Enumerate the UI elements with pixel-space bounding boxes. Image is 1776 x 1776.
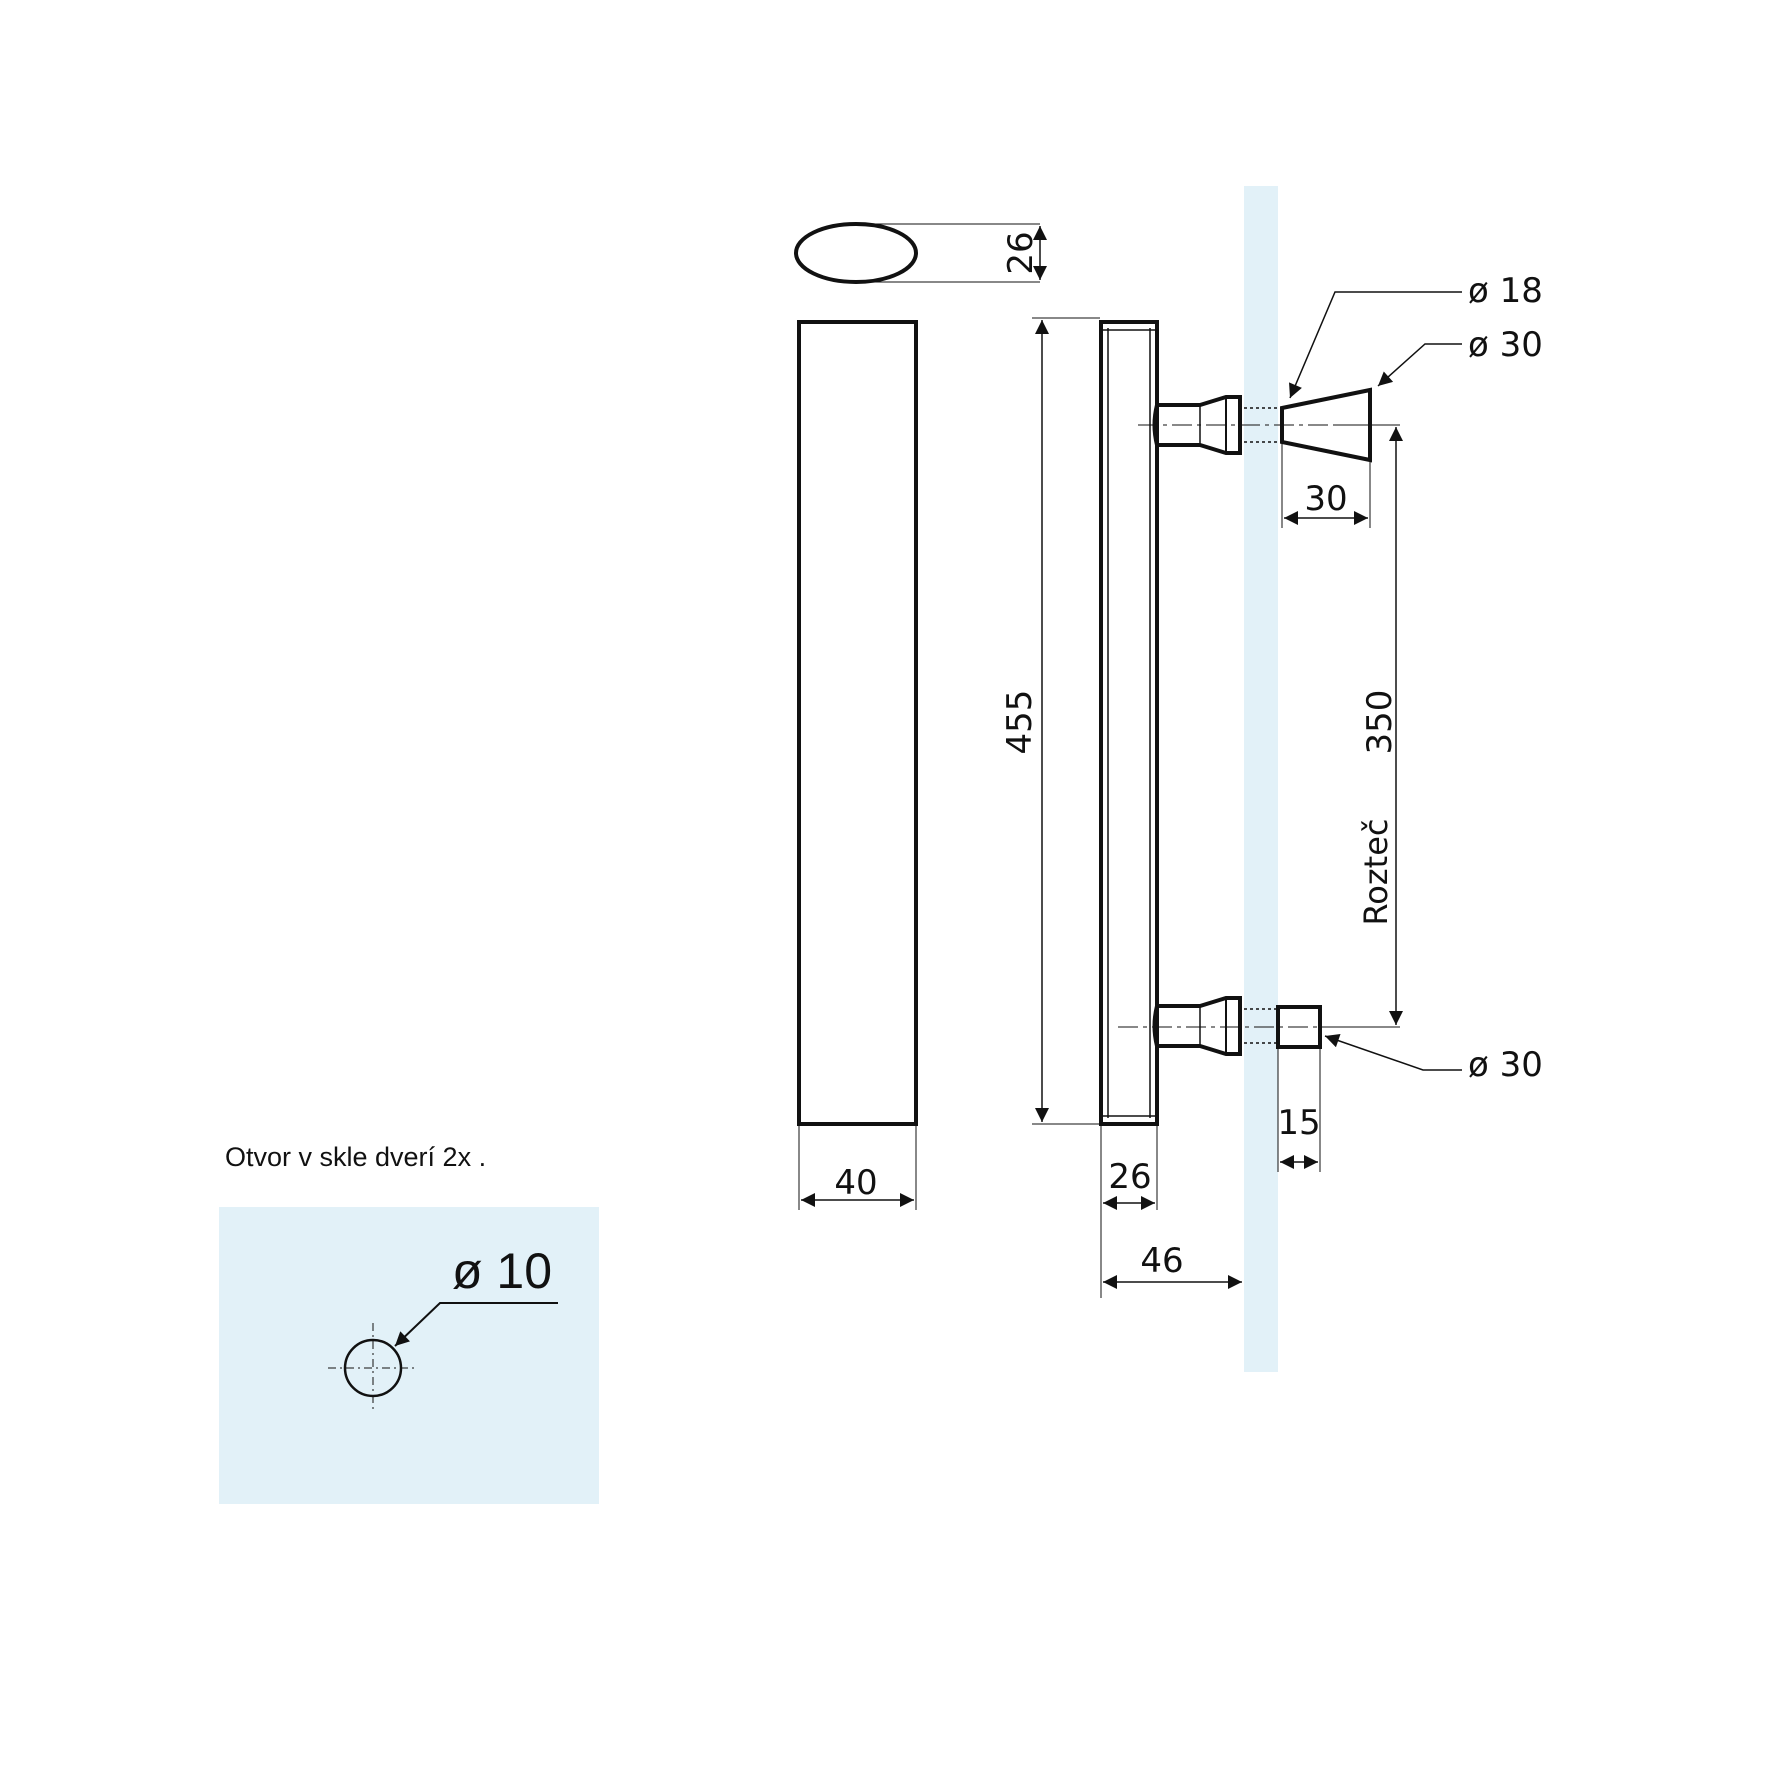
pitch-label: Rozteč <box>1357 819 1395 926</box>
glass-panel <box>1244 186 1278 1372</box>
knob-length-label: 15 <box>1277 1103 1320 1143</box>
bolt-diameter-leader <box>1289 291 1462 399</box>
depth-label: 46 <box>1140 1241 1183 1281</box>
handle-front-view <box>797 320 918 1126</box>
cone-diameter-leader <box>1377 343 1462 387</box>
hole-diameter-leader <box>394 1302 558 1347</box>
hole-note: Otvor v skle dverí 2x . <box>225 1142 486 1172</box>
total-length-label: 455 <box>1000 690 1040 755</box>
cone-length-label: 30 <box>1304 479 1347 519</box>
lower-standoff <box>1152 996 1322 1056</box>
front-width-label: 40 <box>834 1163 877 1203</box>
glass-hole-detail-panel <box>219 1207 599 1504</box>
oval-height-label: 26 <box>1001 231 1041 274</box>
glass-hole <box>343 1338 403 1398</box>
side-width-label: 26 <box>1108 1157 1151 1197</box>
knob-diameter-leader <box>1324 1033 1462 1071</box>
bolt-diameter-label: ø 18 <box>1468 271 1543 311</box>
oval-profile <box>794 222 918 284</box>
knob-diameter-label: ø 30 <box>1468 1045 1543 1085</box>
handle-side-view <box>1099 320 1159 1126</box>
hole-diameter-label: ø 10 <box>452 1243 552 1299</box>
cone-diameter-label: ø 30 <box>1468 325 1543 365</box>
pitch-value-label: 350 <box>1360 690 1400 755</box>
